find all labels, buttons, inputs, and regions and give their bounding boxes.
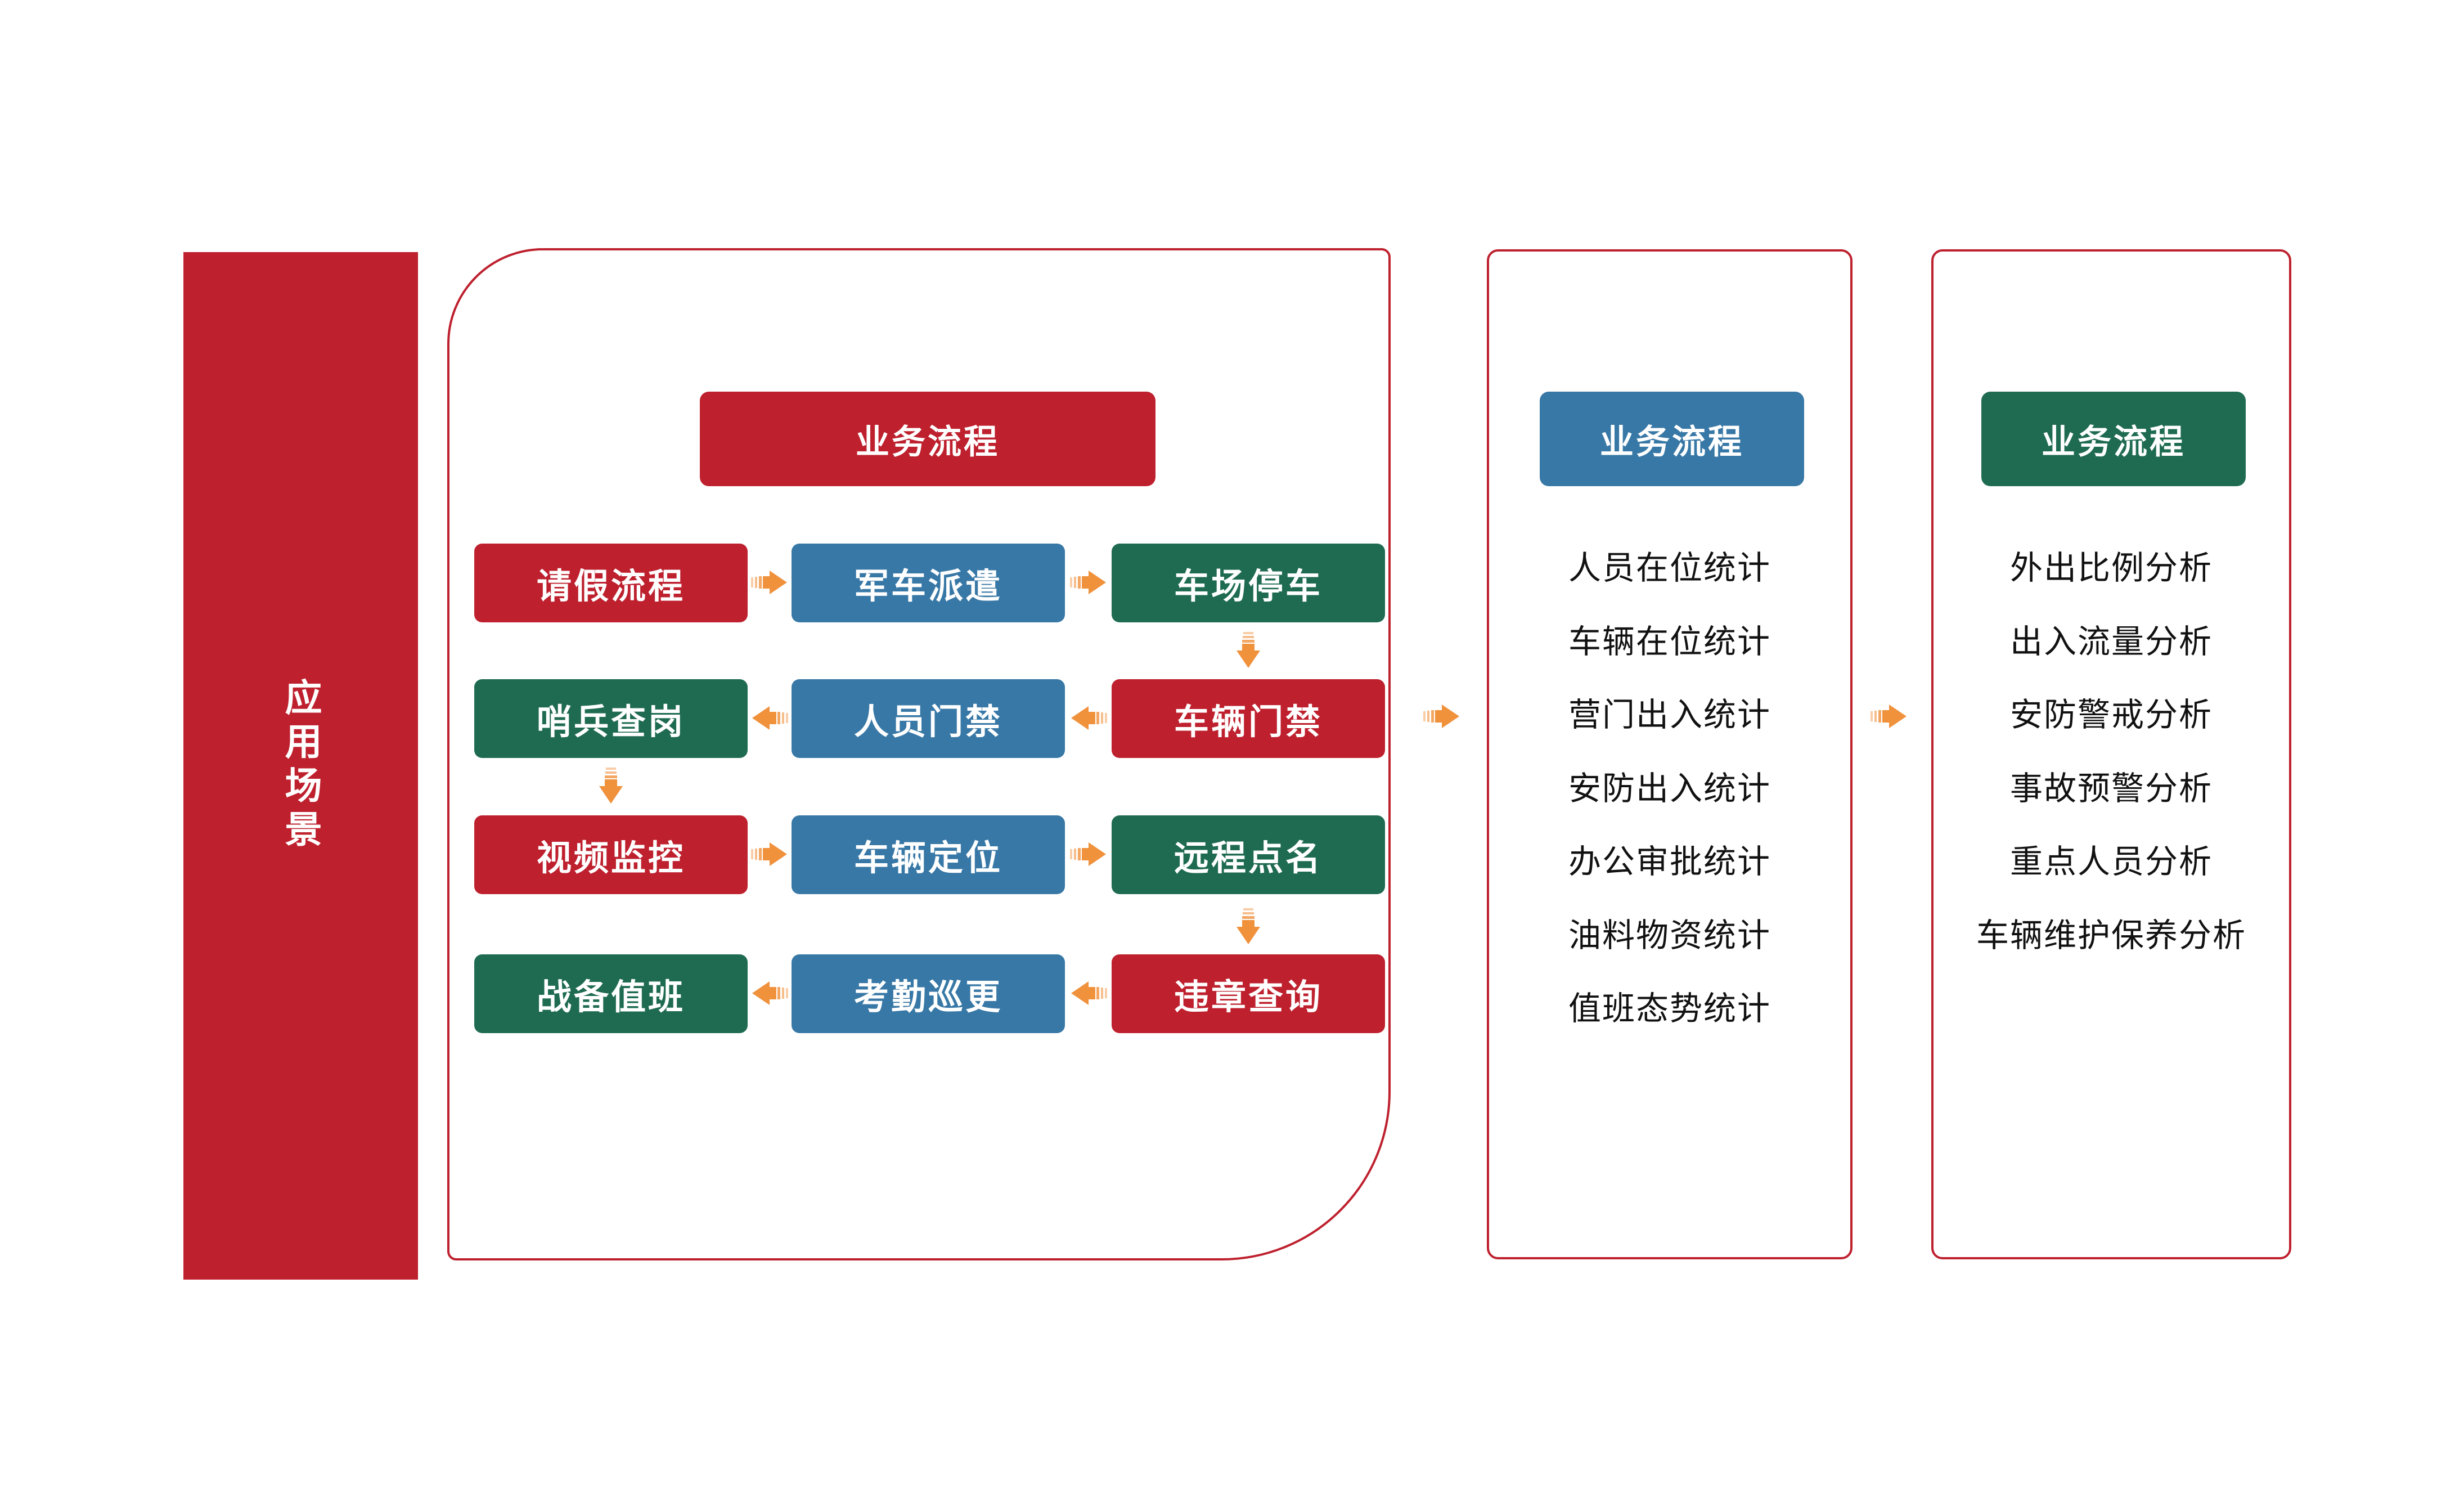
list-item: 安防出入统计	[1568, 770, 1771, 807]
list-item: 外出比例分析	[2009, 550, 2213, 586]
arrow-right-icon	[1070, 569, 1107, 595]
arrow-left-icon	[751, 705, 788, 731]
flow-box-remote-rollcall: 远程点名	[1112, 815, 1385, 894]
list-item: 车辆在位统计	[1568, 623, 1771, 660]
flow-box-vehicle-positioning: 车辆定位	[792, 815, 1065, 894]
flow-box-video-surveillance: 视频监控	[474, 815, 748, 894]
application-scenarios-ribbon: 应用场景	[183, 252, 418, 1280]
flow-box-parking: 车场停车	[1112, 544, 1385, 622]
list-item: 营门出入统计	[1568, 697, 1771, 733]
list-item: 车辆维护保养分析	[1976, 917, 2246, 954]
arrow-left-icon	[751, 980, 788, 1006]
list-item: 人员在位统计	[1568, 550, 1771, 586]
arrow-right-icon	[1070, 841, 1107, 867]
list-item: 出入流量分析	[2009, 623, 2213, 660]
application-scenarios-label: 应用场景	[280, 678, 322, 854]
arrow-left-icon	[1070, 980, 1107, 1006]
list-item: 事故预警分析	[2009, 770, 2213, 807]
statistics-panel: 业务流程 人员在位统计 车辆在位统计 营门出入统计 安防出入统计 办公审批统计 …	[1487, 249, 1853, 1259]
list-item: 值班态势统计	[1568, 990, 1771, 1027]
list-item: 安防警戒分析	[2009, 697, 2213, 733]
list-item: 重点人员分析	[2009, 844, 2213, 880]
flow-box-sentry-inspection: 哨兵查岗	[474, 679, 748, 758]
arrow-right-icon	[751, 569, 788, 595]
list-item: 油料物资统计	[1568, 917, 1771, 954]
flow-box-violation-query: 违章查询	[1112, 954, 1385, 1033]
flow-box-personnel-access: 人员门禁	[792, 679, 1065, 758]
arrow-down-icon	[1235, 632, 1261, 669]
arrow-right-icon	[1423, 703, 1460, 729]
flow-box-military-vehicle-dispatch: 军车派遣	[792, 544, 1065, 622]
flow-box-attendance-patrol: 考勤巡更	[792, 954, 1065, 1033]
business-flow-panel: 业务流程 请假流程 军车派遣 车场停车 哨兵查岗 人员门禁 车辆门禁 视频监控 …	[447, 248, 1391, 1260]
list-item: 办公审批统计	[1568, 844, 1771, 880]
arrow-down-icon	[598, 768, 624, 805]
analysis-header: 业务流程	[1981, 392, 2246, 486]
arrow-right-icon	[751, 841, 788, 867]
analysis-panel: 业务流程 外出比例分析 出入流量分析 安防警戒分析 事故预警分析 重点人员分析 …	[1931, 249, 2291, 1259]
flow-box-leave-process: 请假流程	[474, 544, 748, 622]
statistics-header: 业务流程	[1540, 392, 1804, 486]
business-flow-header: 业务流程	[700, 392, 1155, 486]
flow-box-vehicle-access: 车辆门禁	[1112, 679, 1385, 758]
arrow-down-icon	[1235, 908, 1261, 945]
flow-box-combat-readiness-duty: 战备值班	[474, 954, 748, 1033]
arrow-right-icon	[1871, 703, 1908, 729]
arrow-left-icon	[1070, 705, 1107, 731]
